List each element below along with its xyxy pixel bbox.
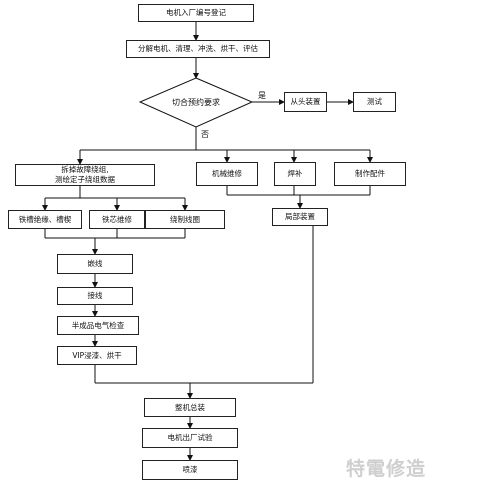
node-mechanical-repair-text: 机械维修 [212,169,242,178]
node-make-coil-text: 绕制线圈 [170,214,200,224]
node-semi-check: 半成品电气检查 [57,316,139,335]
node-local-assembly-text: 局部装置 [285,212,315,221]
node-test: 测试 [353,92,396,112]
node-mechanical-repair: 机械维修 [196,162,258,186]
node-local-assembly: 局部装置 [272,208,328,226]
node-welding-text: 焊补 [287,169,303,178]
decision-diamond [138,77,254,128]
node-vip-text: VIP浸漆、烘干 [72,350,122,360]
node-painting: 喷漆 [142,460,238,480]
decision-label: 切合预约要求 [172,98,220,107]
node-test-text: 测试 [367,97,382,106]
node-rewind-prep: 拆掉故障绕组, 测绘定子绕组数据 [15,164,155,186]
node-trial-assembly: 从头装置 [284,92,327,112]
node-make-parts: 制作配件 [334,162,406,186]
node-start: 电机入厂编号登记 [138,4,254,22]
node-final-assembly: 整机总装 [144,398,236,417]
node-make-parts-text: 制作配件 [355,169,385,178]
node-welding: 焊补 [274,162,316,186]
node-trial-assembly-text: 从头装置 [290,97,321,106]
node-slot-insulation: 铁槽绝缘、槽楔 [8,210,82,229]
node-disassemble: 分解电机、清理、冲洗、烘干、评估 [126,40,270,58]
node-semi-check-text: 半成品电气检查 [71,320,125,330]
node-disassemble-text: 分解电机、清理、冲洗、烘干、评估 [138,44,258,53]
node-lay-wire-text: 嵌线 [87,259,103,268]
edge-label-yes: 是 [258,91,266,100]
edge-label-no: 否 [201,130,209,139]
node-factory-test-text: 电机出厂试验 [167,433,213,442]
watermark: 特電修造 [346,458,427,480]
node-vip: VIP浸漆、烘干 [57,346,137,365]
node-rewind-prep-line1: 拆掉故障绕组, [61,165,109,174]
node-connect-wire: 接线 [57,287,133,305]
node-slot-insulation-text: 铁槽绝缘、槽楔 [18,214,72,224]
node-core-repair-text: 铁芯维修 [102,214,132,224]
node-connect-wire-text: 接线 [87,291,103,300]
node-final-assembly-text: 整机总装 [175,402,205,412]
node-core-repair: 铁芯维修 [89,210,145,229]
node-rewind-prep-line2: 测绘定子绕组数据 [55,175,115,184]
node-lay-wire: 嵌线 [57,254,133,274]
node-painting-text: 喷漆 [182,465,198,474]
node-factory-test: 电机出厂试验 [142,428,238,448]
node-start-text: 电机入厂编号登记 [166,8,226,17]
node-make-coil: 绕制线圈 [145,210,225,229]
